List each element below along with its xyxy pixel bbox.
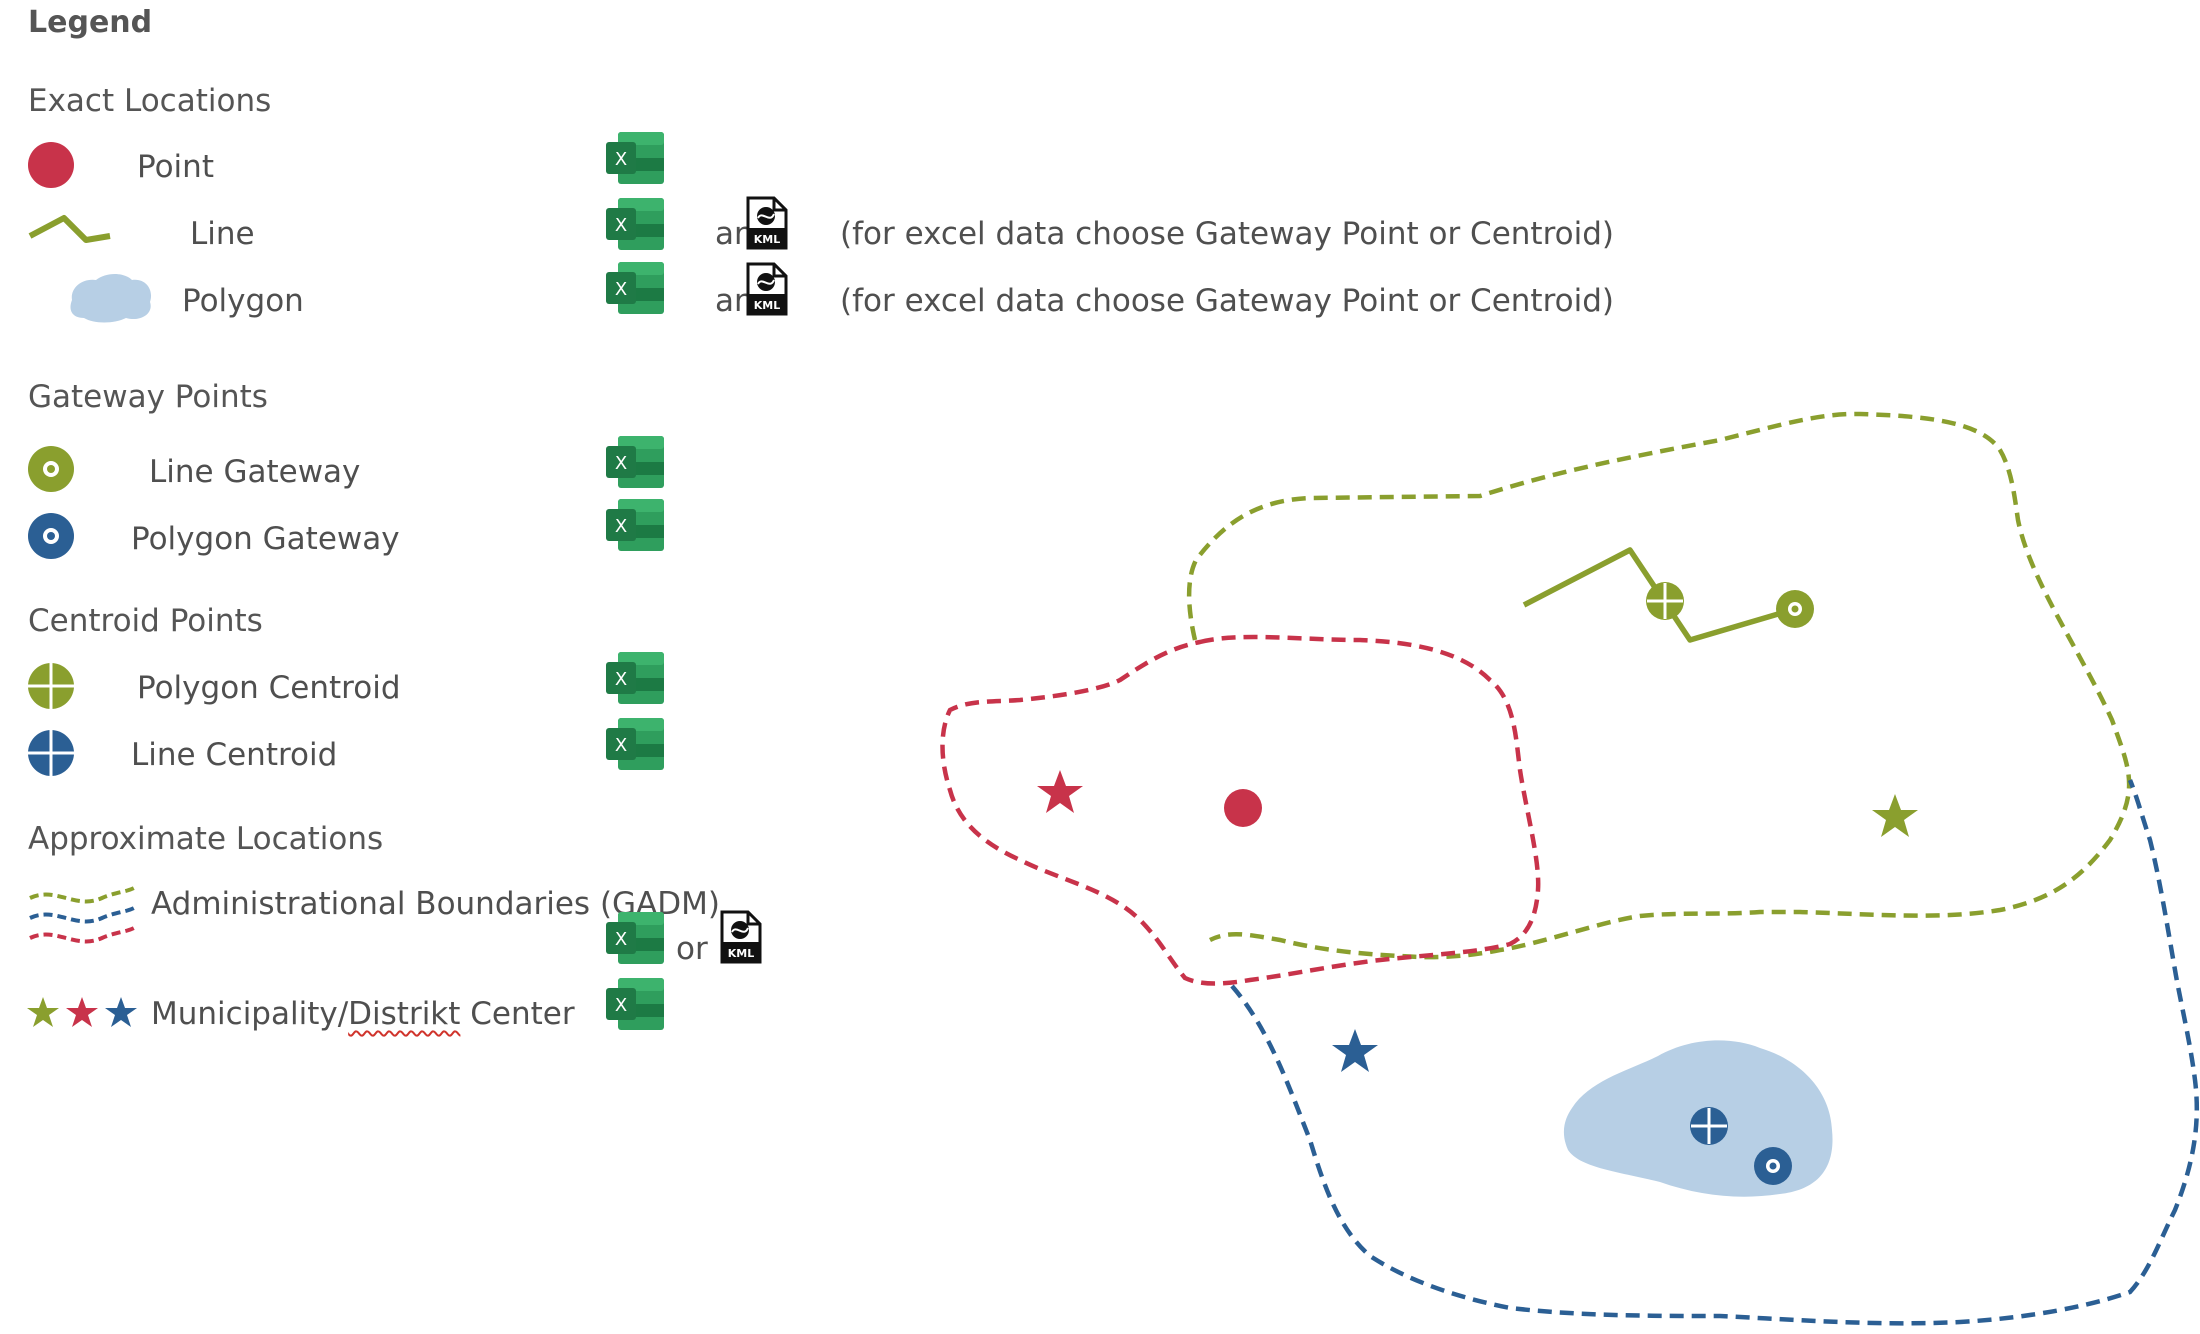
blue-target-icon bbox=[28, 513, 74, 559]
blue-target-icon bbox=[1754, 1147, 1792, 1185]
svg-text:KML: KML bbox=[754, 299, 780, 312]
section-gateway-points: Gateway Points bbox=[28, 379, 268, 415]
svg-text:KML: KML bbox=[754, 233, 780, 246]
excel-note-polygon: (for excel data choose Gateway Point or … bbox=[840, 283, 1614, 319]
section-centroid-points: Centroid Points bbox=[28, 603, 263, 639]
green-crosshair-icon bbox=[28, 663, 74, 709]
label-line-centroid: Line Centroid bbox=[131, 737, 338, 773]
line-feature bbox=[1522, 547, 1796, 643]
blue-crosshair-icon bbox=[28, 730, 74, 776]
red-star-icon bbox=[1037, 770, 1083, 813]
blue-crosshair-icon bbox=[1690, 1107, 1728, 1145]
red-dot-icon bbox=[28, 142, 74, 188]
svg-text:X: X bbox=[615, 669, 627, 690]
blue-cloud-icon bbox=[70, 274, 152, 323]
svg-text:X: X bbox=[615, 279, 627, 300]
svg-text:X: X bbox=[615, 995, 627, 1016]
red-admin-boundary bbox=[940, 634, 1541, 986]
svg-text:KML: KML bbox=[728, 947, 754, 960]
kml-file-icon: KML bbox=[746, 196, 788, 250]
red-dot-icon bbox=[1224, 789, 1262, 827]
label-municipality-center: Municipality/Distrikt Center bbox=[151, 999, 575, 1030]
excel-file-icon: X bbox=[606, 436, 664, 488]
label-polygon: Polygon bbox=[182, 283, 304, 319]
svg-text:X: X bbox=[615, 516, 627, 537]
green-line-icon bbox=[28, 215, 111, 243]
svg-text:X: X bbox=[615, 149, 627, 170]
excel-file-icon: X bbox=[606, 132, 664, 184]
legend-title: Legend bbox=[28, 5, 153, 40]
green-star-icon bbox=[1872, 794, 1918, 837]
blue-star-icon bbox=[1332, 1029, 1378, 1072]
excel-file-icon: X bbox=[606, 198, 664, 250]
label-point: Point bbox=[137, 149, 214, 185]
municipality-prefix: Municipality/ bbox=[151, 996, 349, 1032]
section-exact-locations: Exact Locations bbox=[28, 83, 272, 119]
svg-text:X: X bbox=[615, 453, 627, 474]
excel-file-icon: X bbox=[606, 652, 664, 704]
svg-text:X: X bbox=[615, 929, 627, 950]
municipality-suffix: Center bbox=[460, 996, 575, 1032]
section-approximate-locations: Approximate Locations bbox=[28, 821, 384, 857]
excel-file-icon: X bbox=[606, 718, 664, 770]
polygon-shape bbox=[1563, 1040, 1833, 1197]
green-target-icon bbox=[1776, 590, 1814, 628]
green-admin-boundary bbox=[1186, 411, 2132, 960]
excel-file-icon: X bbox=[606, 912, 664, 964]
star-icon bbox=[27, 997, 137, 1027]
label-polygon-gateway: Polygon Gateway bbox=[131, 521, 400, 557]
label-line: Line bbox=[190, 216, 255, 252]
kml-file-icon: KML bbox=[720, 910, 762, 964]
kml-file-icon: KML bbox=[746, 262, 788, 316]
excel-file-icon: X bbox=[606, 499, 664, 551]
excel-note-line: (for excel data choose Gateway Point or … bbox=[840, 216, 1614, 252]
green-crosshair-icon bbox=[1646, 582, 1684, 620]
green-target-icon bbox=[28, 446, 74, 492]
misspelled-word: Distrikt bbox=[348, 996, 461, 1032]
excel-file-icon: X bbox=[606, 978, 664, 1030]
label-polygon-centroid: Polygon Centroid bbox=[137, 670, 401, 706]
or-connector: or bbox=[676, 931, 708, 967]
dashed-wavy-lines-icon bbox=[29, 886, 135, 944]
excel-file-icon: X bbox=[606, 262, 664, 314]
label-line-gateway: Line Gateway bbox=[149, 454, 361, 490]
svg-text:X: X bbox=[615, 215, 627, 236]
svg-text:X: X bbox=[615, 735, 627, 756]
blue-admin-boundary bbox=[1230, 779, 2200, 1326]
